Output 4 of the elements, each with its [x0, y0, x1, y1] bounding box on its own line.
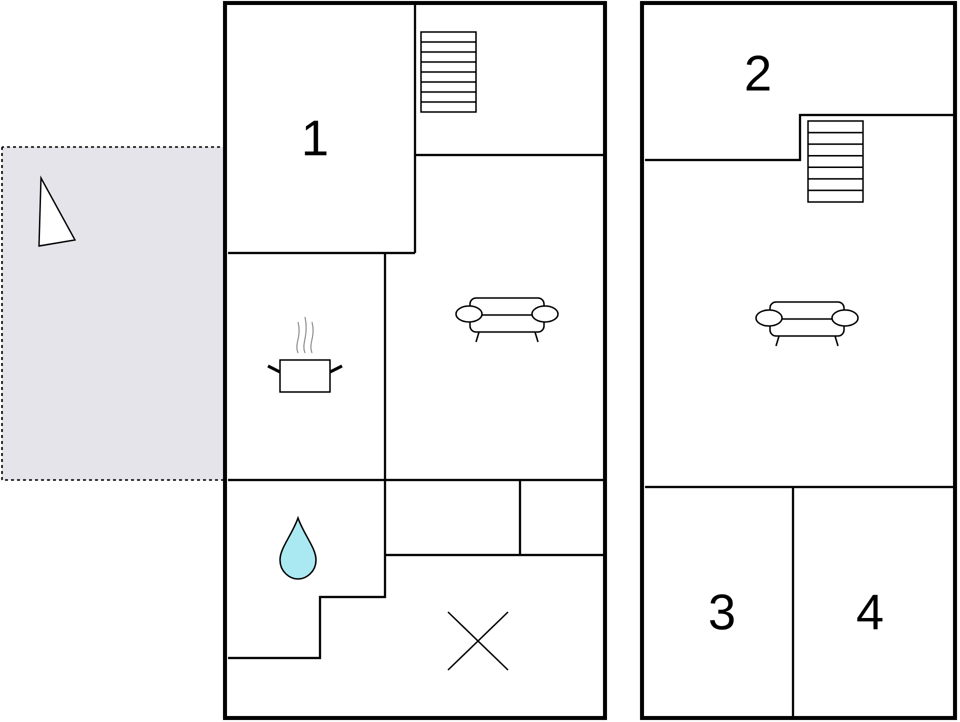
room-number: 1	[304, 120, 326, 156]
room-number: 4	[857, 594, 882, 630]
room-number: 2	[746, 56, 770, 90]
room-number: 3	[710, 594, 734, 630]
